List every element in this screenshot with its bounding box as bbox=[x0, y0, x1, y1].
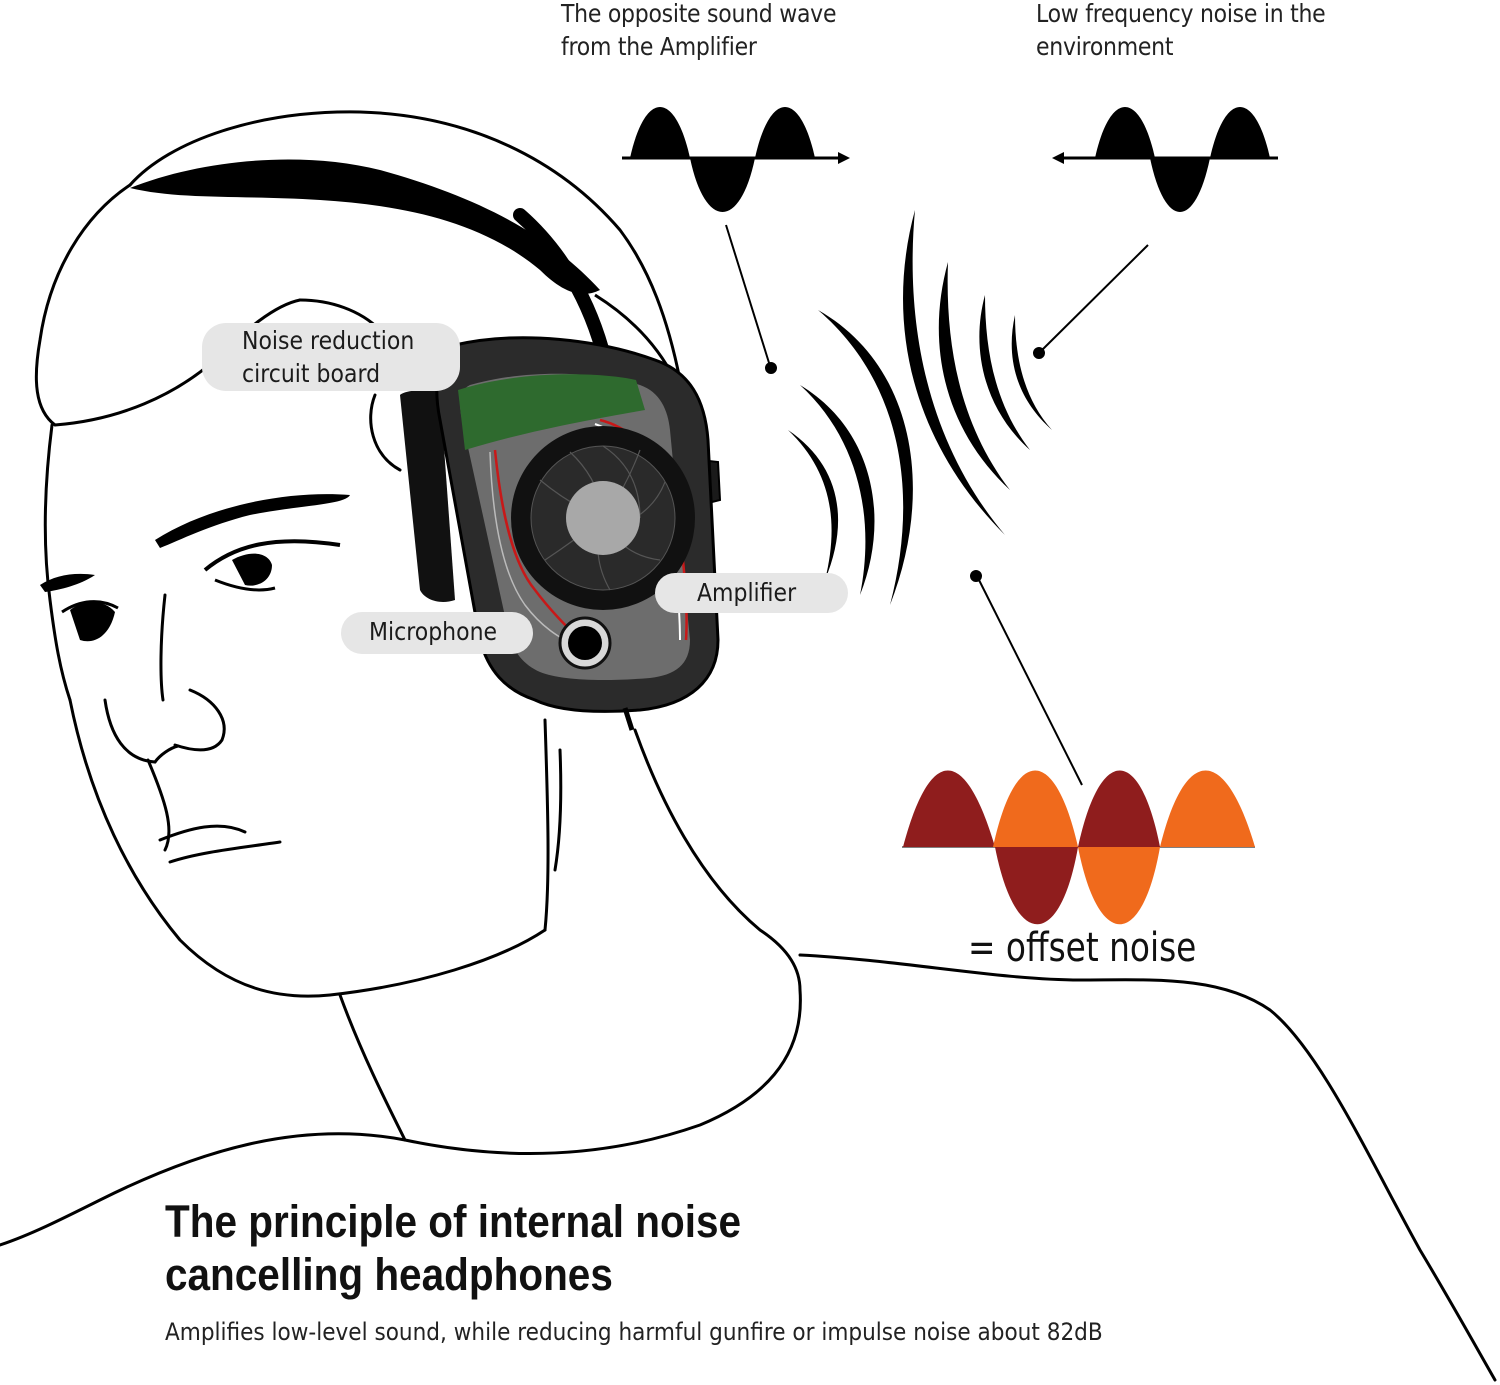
eyebrow-left bbox=[40, 573, 95, 592]
offset-noise-wave bbox=[902, 770, 1255, 925]
emitted-sound-arcs bbox=[788, 310, 913, 605]
environment-noise-label: Low frequency noise in the environment bbox=[1036, 0, 1326, 63]
page-subtitle: Amplifies low-level sound, while reducin… bbox=[165, 1318, 1103, 1346]
circuit-board bbox=[458, 374, 645, 450]
page-title: The principle of internal noise cancelli… bbox=[165, 1196, 742, 1300]
circuit-board-label-line2: circuit board bbox=[242, 359, 381, 388]
environment-wave-icon bbox=[1052, 107, 1278, 212]
environment-noise-label-line1: Low frequency noise in the bbox=[1036, 0, 1326, 28]
microphone-port bbox=[558, 616, 612, 670]
leader-lines bbox=[725, 224, 1149, 786]
circuit-board-label: Noise reduction circuit board bbox=[202, 323, 460, 391]
environment-sound-arcs bbox=[903, 210, 1052, 535]
opposite-wave-icon bbox=[622, 107, 850, 212]
eye-left bbox=[61, 600, 119, 642]
circuit-board-label-line1: Noise reduction bbox=[242, 326, 415, 355]
opposite-wave-label-line2: from the Amplifier bbox=[561, 32, 757, 61]
microphone-label-text: Microphone bbox=[369, 617, 498, 646]
opposite-wave-label-line1: The opposite sound wave bbox=[561, 0, 837, 28]
eyebrow-right bbox=[155, 494, 350, 548]
wire-red-left bbox=[493, 449, 581, 641]
hair-dark-band bbox=[130, 159, 600, 294]
microphone-label: Microphone bbox=[341, 612, 533, 654]
speaker-driver bbox=[511, 426, 695, 610]
opposite-wave-label: The opposite sound wave from the Amplifi… bbox=[561, 0, 836, 63]
environment-noise-label-line2: environment bbox=[1036, 32, 1174, 61]
headphone-cable bbox=[622, 707, 635, 731]
eye-right bbox=[203, 539, 341, 592]
earcup-back bbox=[400, 389, 455, 602]
offset-noise-label: = offset noise bbox=[968, 925, 1197, 971]
amplifier-label-text: Amplifier bbox=[697, 578, 797, 607]
head-outline bbox=[0, 110, 1497, 1382]
amplifier-label: Amplifier bbox=[655, 573, 848, 613]
wire-grey-left bbox=[489, 451, 579, 646]
